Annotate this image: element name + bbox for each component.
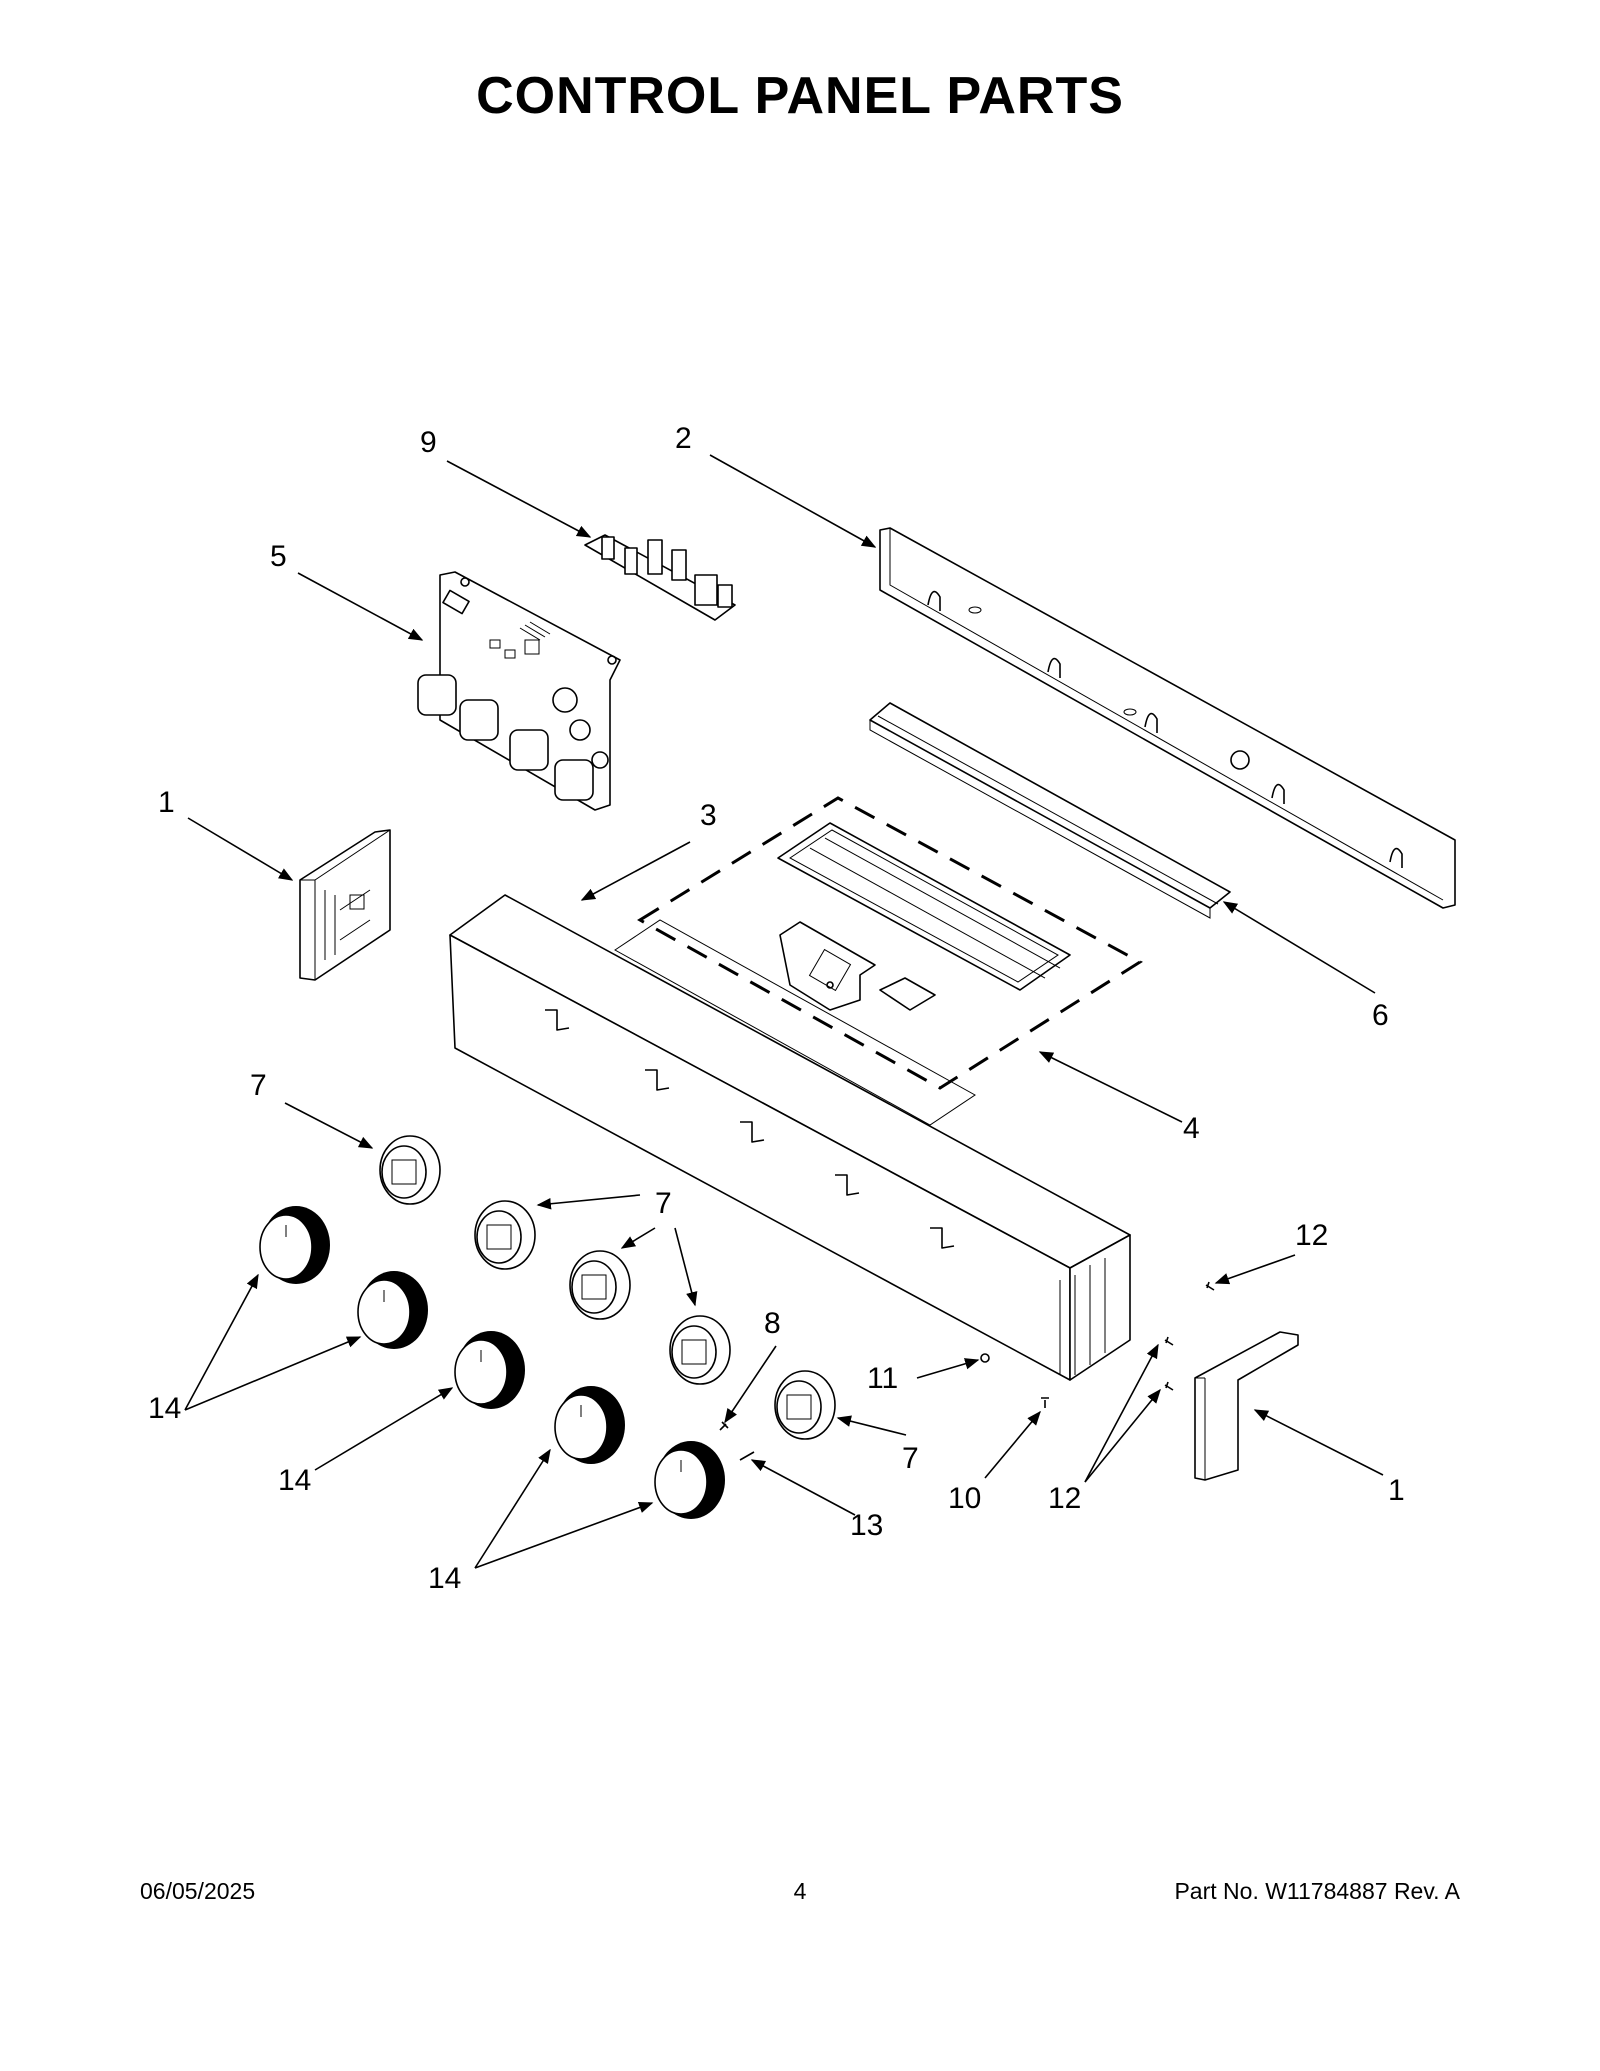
part-8-screw: [719, 1421, 729, 1431]
callout-6: 6: [1372, 999, 1389, 1032]
callout-13: 13: [850, 1509, 883, 1542]
callout-7-a: 7: [250, 1069, 267, 1102]
leader-lines: [184, 454, 1384, 1569]
part-2-rear-bracket: [879, 527, 1456, 909]
callout-5: 5: [270, 540, 287, 573]
callout-1-right: 1: [1388, 1474, 1405, 1507]
callout-12-bottom: 12: [1048, 1482, 1081, 1515]
page-title: CONTROL PANEL PARTS: [476, 67, 1124, 125]
part-11-nut: [980, 1353, 990, 1363]
callout-10: 10: [948, 1482, 981, 1515]
footer-date: 06/05/2025: [140, 1878, 256, 1904]
callout-12-top: 12: [1295, 1219, 1328, 1252]
part-12-screw-low: [1164, 1381, 1174, 1391]
part-7-knob-bases: [379, 1135, 836, 1440]
part-12-screw-mid: [1164, 1336, 1174, 1346]
callout-1-left: 1: [158, 786, 175, 819]
part-9-terminal-block: [584, 534, 736, 621]
callout-4: 4: [1183, 1112, 1200, 1145]
callout-14-a: 14: [148, 1392, 181, 1425]
part-14-knobs: [259, 1206, 725, 1519]
callout-14-b: 14: [278, 1464, 311, 1497]
callout-labels: 9 2 5 1 3 6 4 7 7 12 8 11 14 7 14 1 10 1…: [148, 422, 1405, 1595]
callout-8: 8: [764, 1307, 781, 1340]
part-6-cover-tray: [869, 702, 1231, 919]
callout-3: 3: [700, 799, 717, 832]
part-4-display-assembly: [637, 796, 1143, 1090]
footer-part-number: Part No. W11784887 Rev. A: [1174, 1878, 1460, 1904]
part-5-control-board: [417, 571, 621, 811]
part-13-pin: [739, 1451, 755, 1461]
callout-7-c: 7: [902, 1442, 919, 1475]
part-1-left-end-cap: [299, 829, 391, 981]
callout-14-c: 14: [428, 1562, 461, 1595]
part-3-control-panel-housing: [449, 894, 1131, 1381]
callout-2: 2: [675, 422, 692, 455]
small-hardware: [719, 1281, 1215, 1461]
callout-7-b: 7: [655, 1187, 672, 1220]
part-1-right-end-cap: [1194, 1331, 1299, 1481]
footer-page-number: 4: [793, 1878, 807, 1904]
part-12-screw-top: [1205, 1281, 1215, 1291]
callout-11: 11: [867, 1362, 898, 1395]
part-10-screw: [1041, 1397, 1049, 1408]
callout-9: 9: [420, 426, 437, 459]
